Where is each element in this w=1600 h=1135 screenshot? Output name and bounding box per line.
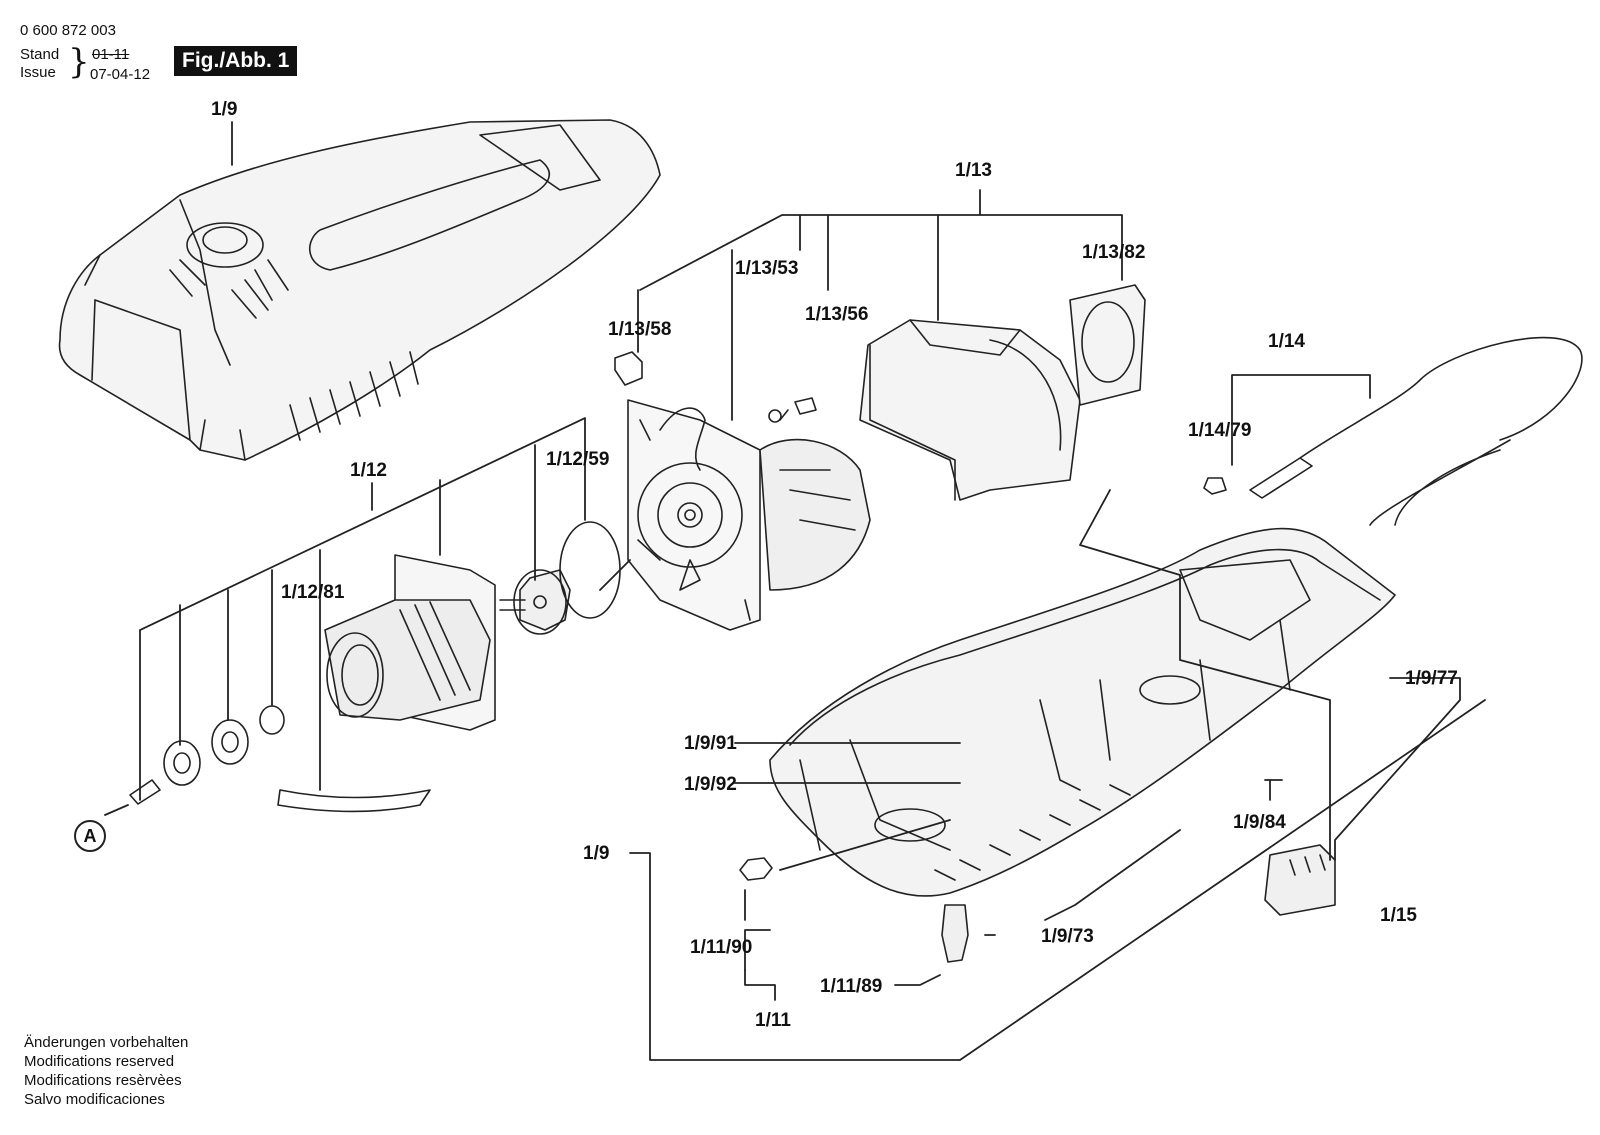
callout-1-11-90: 1/11/90 — [690, 937, 753, 958]
callout-1-11-89: 1/11/89 — [820, 976, 883, 997]
callout-1-9-91: 1/9/91 — [684, 733, 737, 754]
motor-drawing — [614, 284, 1146, 631]
callout-1-12: 1/12 — [350, 460, 387, 481]
callout-1-13-56: 1/13/56 — [805, 304, 869, 325]
base-housing-drawing — [739, 336, 1583, 963]
callout-1-12-81: 1/12/81 — [281, 582, 345, 603]
figure-label: Fig./Abb. 1 — [174, 46, 298, 76]
callout-1-13-58: 1/13/58 — [608, 319, 672, 340]
callout-1-15: 1/15 — [1380, 905, 1417, 926]
reference-marker-a: A — [74, 820, 106, 852]
callout-1-14: 1/14 — [1268, 331, 1305, 352]
callout-1-9-84: 1/9/84 — [1233, 812, 1286, 833]
top-cover-drawing — [58, 119, 661, 461]
leader-lines — [104, 121, 1486, 1061]
callout-1-9-77: 1/9/77 — [1405, 668, 1458, 689]
callout-1-14-79: 1/14/79 — [1188, 420, 1252, 441]
footer-line-de: Änderungen vorbehalten — [24, 1034, 189, 1051]
issue-label: Issue — [20, 64, 56, 81]
footer-line-fr: Modifications resèrvèes — [24, 1072, 182, 1089]
callout-1-13: 1/13 — [955, 160, 992, 181]
reference-marker-label: A — [83, 826, 97, 846]
callout-1-13-53: 1/13/53 — [735, 258, 799, 279]
part-number: 0 600 872 003 — [20, 22, 116, 39]
callout-1-9-92: 1/9/92 — [684, 774, 737, 795]
callout-1-9-73: 1/9/73 — [1041, 926, 1094, 947]
brace-glyph: } — [68, 42, 90, 82]
stand-label: Stand — [20, 46, 60, 63]
issue-date: 07-04-12 — [90, 66, 151, 83]
old-date: 01-11 — [92, 46, 130, 63]
pump-drawing — [129, 521, 621, 813]
footer-line-en: Modifications reserved — [24, 1053, 175, 1070]
callout-1-12-59: 1/12/59 — [546, 449, 610, 470]
callout-1-9-bottom: 1/9 — [583, 843, 610, 864]
callout-1-9-top: 1/9 — [211, 99, 238, 120]
callout-1-13-82: 1/13/82 — [1082, 242, 1146, 263]
footer-disclaimer: Änderungen vorbehalten Modifications res… — [24, 1033, 188, 1109]
callout-1-11: 1/11 — [755, 1010, 791, 1031]
footer-line-es: Salvo modificaciones — [24, 1091, 165, 1108]
